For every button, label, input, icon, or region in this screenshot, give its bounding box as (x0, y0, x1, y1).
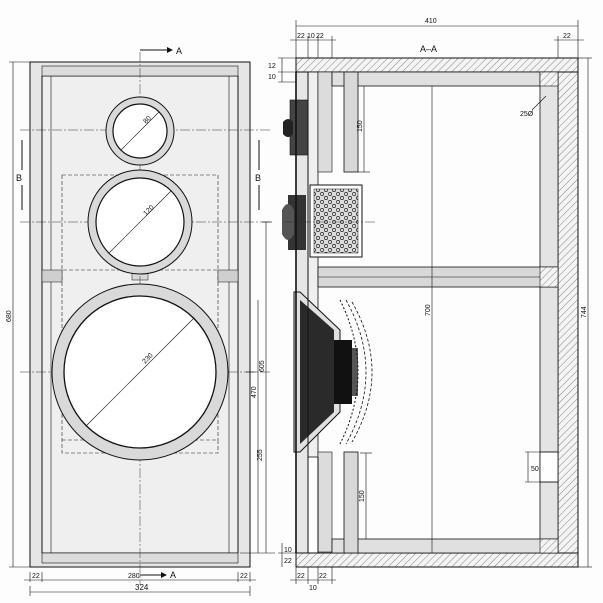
woofer-profile (293, 291, 373, 453)
section-view: 50 A–A 410 22 10 22 22 12 10 150 700 (268, 18, 592, 592)
dim-470-label: 470 (251, 386, 258, 398)
bottom-brace (343, 451, 359, 554)
dim-700-label: 700 (425, 304, 432, 316)
top-wall (295, 57, 579, 73)
front-view: 80 120 230 A A B B 680 605 470 (6, 46, 275, 596)
dim-150-bottom: 150 (359, 490, 366, 502)
port-diameter-label: 25Ø (520, 111, 534, 118)
bot-dim-10: 10 (284, 547, 292, 554)
top-dim-22b: 22 (316, 33, 324, 40)
section-a-top-label: A (176, 46, 182, 56)
port-dim-label: 50 (531, 466, 539, 473)
inner-width-dim: 280 (128, 573, 140, 580)
reflex-port (539, 451, 559, 483)
wall-right-dim: 22 (240, 573, 248, 580)
bot2-dim-22b: 22 (319, 573, 327, 580)
left-dim-12: 12 (268, 63, 276, 70)
dim-255-label: 255 (257, 449, 264, 461)
top-dim-10: 10 (307, 33, 315, 40)
height-dim-label: 680 (6, 310, 13, 322)
top-dim-22-right: 22 (563, 33, 571, 40)
depth-dim-label: 410 (425, 18, 437, 25)
total-width-dim: 324 (135, 583, 149, 592)
section-b-right-label: B (255, 173, 261, 183)
bot2-dim-10: 10 (309, 585, 317, 592)
bottom-wall (295, 552, 579, 568)
dim-605-label: 605 (259, 360, 266, 372)
left-dim-10: 10 (268, 74, 276, 81)
damping-material (313, 188, 359, 254)
section-title: A–A (420, 44, 437, 54)
dim-150-top: 150 (357, 120, 364, 132)
wall-left-dim: 22 (32, 573, 40, 580)
dim-744-label: 744 (581, 306, 588, 318)
bot2-dim-22a: 22 (297, 573, 305, 580)
back-wall (557, 71, 579, 554)
section-a-bottom-label: A (170, 570, 176, 580)
section-b-left-label: B (16, 173, 22, 183)
bot-dim-22: 22 (284, 558, 292, 565)
woofer-magnet (334, 340, 352, 404)
top-brace (343, 71, 359, 173)
top-dim-22a: 22 (297, 33, 305, 40)
tweeter-diameter-label: 80 (142, 115, 153, 126)
